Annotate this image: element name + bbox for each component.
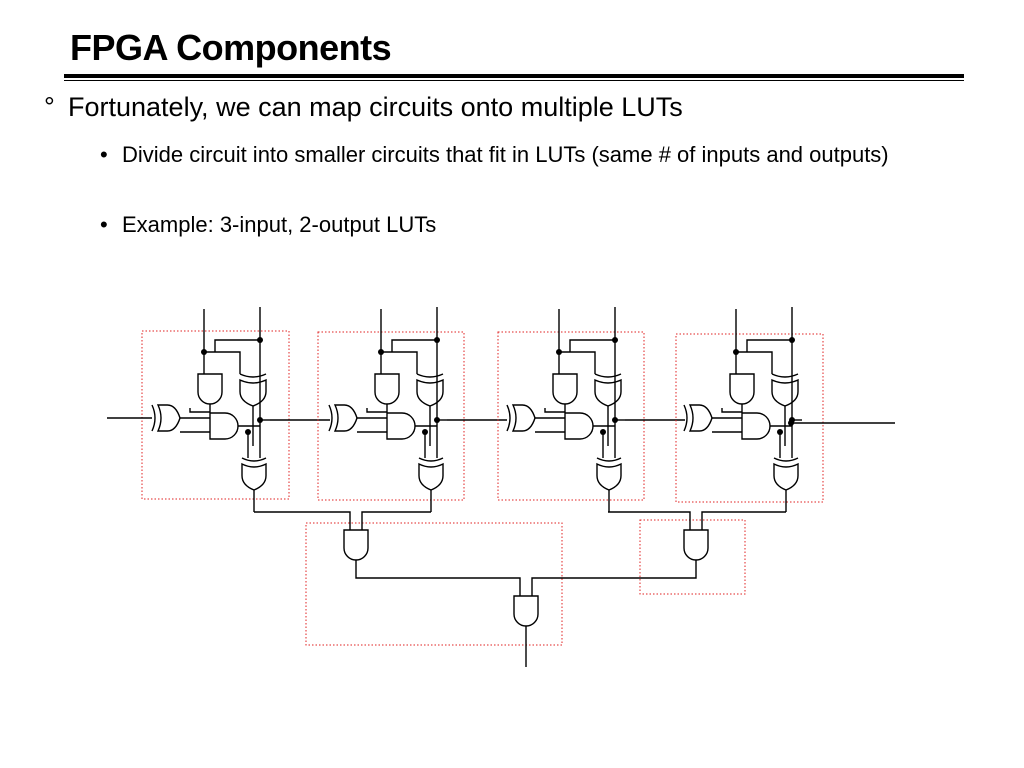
junction-dot <box>612 337 618 343</box>
xor-input-arc <box>239 373 267 378</box>
xor-input-arc <box>418 457 444 462</box>
wire <box>531 560 697 596</box>
lut-boundary <box>639 519 746 595</box>
and-gate <box>374 373 400 405</box>
xor-input-arc <box>241 457 267 462</box>
junction-dot <box>788 420 794 426</box>
and-gate <box>343 529 369 561</box>
main-bullet-text: Fortunately, we can map circuits onto mu… <box>68 92 683 122</box>
junction-dot <box>257 337 263 343</box>
wire <box>391 339 437 352</box>
and-gate <box>209 412 239 440</box>
xor-input-arc <box>771 373 799 378</box>
title-rule-thin <box>64 80 964 81</box>
wire <box>355 560 521 596</box>
xor-gate <box>596 462 622 491</box>
or-gate <box>511 404 536 432</box>
and-gate <box>741 412 771 440</box>
and-gate <box>683 529 709 561</box>
and-gate <box>552 373 578 405</box>
lut-boundary <box>675 333 824 503</box>
wire <box>746 339 792 352</box>
xor-gate <box>771 378 799 407</box>
junction-dot <box>556 349 562 355</box>
wire <box>559 351 596 374</box>
sub-bullet: • Divide circuit into smaller circuits t… <box>100 141 900 169</box>
wire <box>204 351 241 374</box>
and-gate <box>564 412 594 440</box>
or-input-arc <box>683 404 688 432</box>
junction-dot <box>434 337 440 343</box>
wire <box>701 511 786 530</box>
xor-input-arc <box>416 373 444 378</box>
or-gate <box>688 404 713 432</box>
wire <box>254 511 351 530</box>
xor-gate <box>416 378 444 407</box>
bullet-marker: ° <box>44 92 55 122</box>
slide-title: FPGA Components <box>70 27 392 68</box>
main-bullet: ° Fortunately, we can map circuits onto m… <box>44 90 683 124</box>
and-gate <box>513 595 539 627</box>
and-gate <box>729 373 755 405</box>
title-rule <box>64 74 964 78</box>
or-input-arc <box>328 404 333 432</box>
sub-bullet-marker: • <box>100 142 108 167</box>
xor-gate <box>594 378 622 407</box>
sub-bullet-marker: • <box>100 212 108 237</box>
wire <box>361 511 431 530</box>
wire <box>736 351 773 374</box>
wire <box>721 404 743 413</box>
lut-boundary <box>497 331 645 501</box>
wire <box>544 404 566 413</box>
xor-gate <box>773 462 799 491</box>
junction-dot <box>201 349 207 355</box>
wire <box>381 351 418 374</box>
junction-dot <box>733 349 739 355</box>
lut-boundary <box>317 331 465 501</box>
xor-input-arc <box>773 457 799 462</box>
xor-gate <box>239 378 267 407</box>
sub-bullet-text: Example: 3-input, 2-output LUTs <box>122 212 437 237</box>
wire <box>608 511 691 530</box>
wire <box>366 404 388 413</box>
wire <box>189 404 211 413</box>
sub-bullet: • Example: 3-input, 2-output LUTs <box>100 211 900 239</box>
or-input-arc <box>506 404 511 432</box>
or-gate <box>156 404 181 432</box>
xor-input-arc <box>596 457 622 462</box>
lut-boundary <box>141 330 290 500</box>
or-gate <box>333 404 358 432</box>
wire <box>569 339 615 352</box>
and-gate <box>386 412 416 440</box>
xor-gate <box>241 462 267 491</box>
xor-gate <box>418 462 444 491</box>
sub-bullet-text: Divide circuit into smaller circuits tha… <box>122 142 889 167</box>
xor-input-arc <box>594 373 622 378</box>
wire <box>214 339 260 352</box>
and-gate <box>197 373 223 405</box>
junction-dot <box>378 349 384 355</box>
junction-dot <box>789 337 795 343</box>
or-input-arc <box>151 404 156 432</box>
